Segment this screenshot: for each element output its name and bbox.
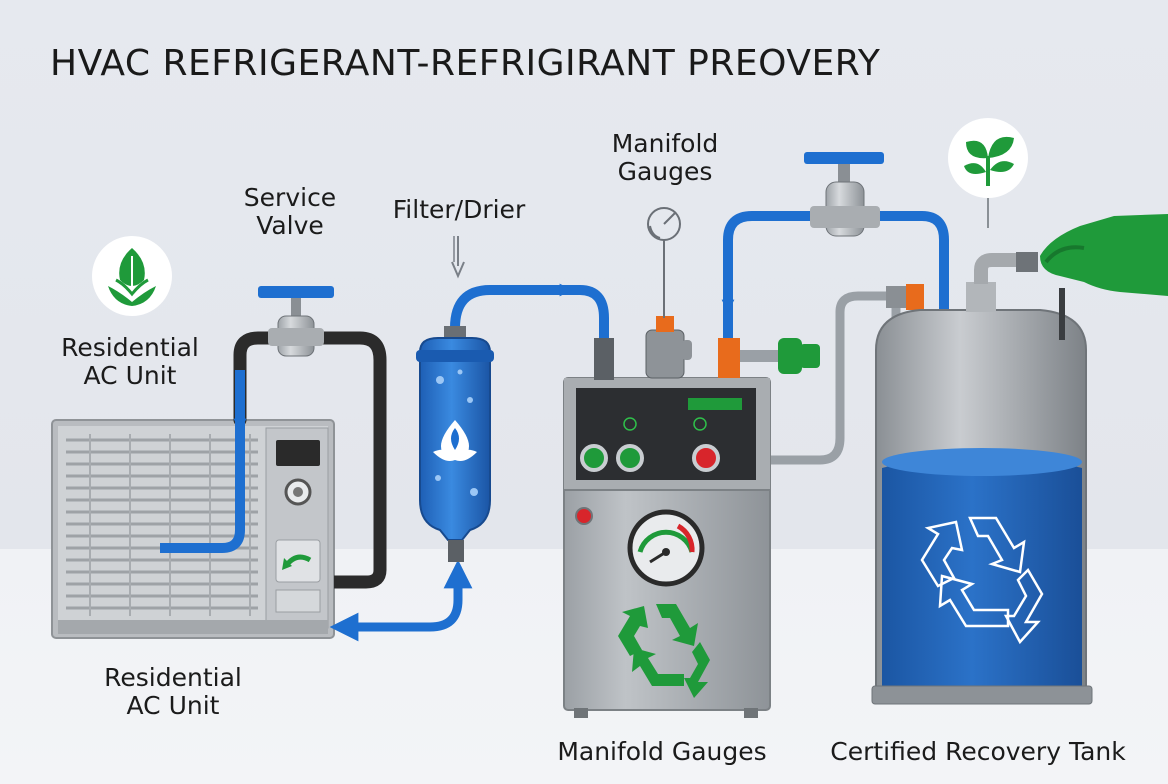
leaf-drop-icon (433, 420, 477, 461)
label-line: Residential (104, 663, 242, 692)
label-residential-ac-top: Residential AC Unit (40, 334, 220, 390)
label-manifold-gauges-bottom: Manifold Gauges (557, 737, 767, 766)
filter-pointer-icon (451, 236, 465, 279)
residential-ac-unit (51, 419, 335, 639)
recovery-tank (871, 252, 1093, 705)
label-line: Service (243, 183, 337, 212)
label-line: Residential (61, 333, 199, 362)
label-line: Valve (256, 211, 324, 240)
flow-line-into-unit (160, 370, 245, 553)
glove-hand-icon (1040, 214, 1168, 296)
recycle-icon (618, 604, 710, 698)
label-residential-ac-bottom: Residential AC Unit (78, 664, 268, 720)
label-recovery-tank: Certified Recovery Tank (830, 737, 1126, 766)
flow-line-return (329, 559, 473, 642)
leaf-badge-icon (948, 118, 1028, 228)
recycle-icon (920, 516, 1044, 645)
service-valve (258, 286, 334, 357)
recovery-machine (563, 316, 820, 718)
label-line: AC Unit (83, 361, 177, 390)
tank-inlet-valve (804, 152, 884, 237)
diagram-title: HVAC REFRIGERANT-REFRIGIRANT PREOVERY (50, 43, 881, 84)
label-manifold-gauges-top: Manifold Gauges (590, 130, 740, 186)
manifold-gauge-pointer-icon (647, 207, 681, 318)
label-line: Manifold (611, 129, 719, 158)
leaf-badge-icon (92, 236, 172, 316)
pressure-gauge-icon (627, 509, 705, 587)
label-service-valve: Service Valve (220, 184, 360, 240)
label-filter-drier: Filter/Drier (392, 195, 526, 224)
label-line: AC Unit (126, 691, 220, 720)
filter-drier (416, 326, 494, 562)
label-line: Gauges (617, 157, 713, 186)
